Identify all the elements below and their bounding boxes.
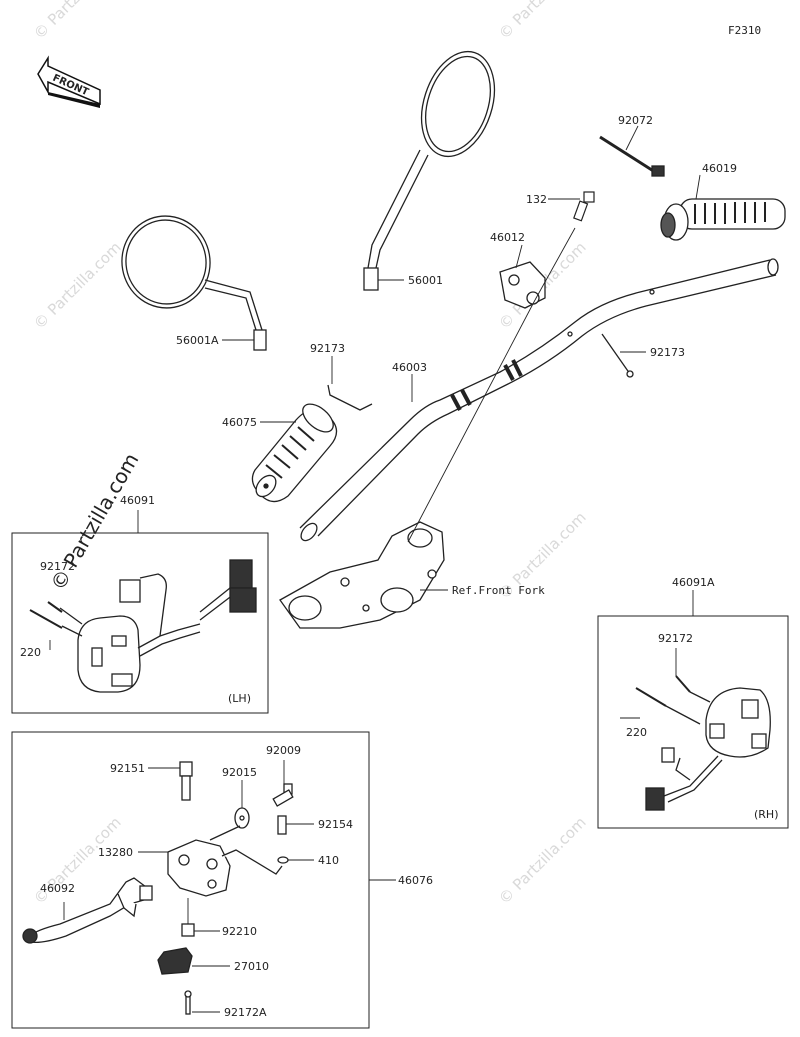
label-92154: 92154 (318, 818, 353, 831)
mirror-56001A-left (121, 215, 267, 351)
bar-end-screw-92072 (599, 135, 665, 177)
handlebar-46003 (299, 258, 779, 542)
label-92151: 92151 (110, 762, 145, 775)
label-132: 132 (526, 193, 547, 206)
rh-switch-46091A (635, 675, 771, 811)
label-410: 410 (318, 854, 339, 867)
label-92072: 92072 (618, 114, 653, 127)
watermark: © Partzilla.com (30, 0, 125, 43)
handlebar-clamp-46012 (499, 261, 546, 309)
label-46003: 46003 (392, 361, 427, 374)
label-220-lh: 220 (20, 646, 41, 659)
label-46091A: 46091A (672, 576, 715, 589)
label-92015: 92015 (222, 766, 257, 779)
figure-id: F2310 (728, 24, 761, 37)
right-grip-46019 (660, 198, 786, 241)
part-labels: 92072 46019 132 46012 56001 56001A 92173… (20, 114, 779, 1019)
label-92210: 92210 (222, 925, 257, 938)
watermark: © Partzilla.com (495, 813, 590, 908)
clutch-lever-parts (22, 761, 294, 1015)
label-27010: 27010 (234, 960, 269, 973)
bolt-132 (573, 191, 595, 222)
label-92172-rh: 92172 (658, 632, 693, 645)
label-46076: 46076 (398, 874, 433, 887)
label-46075: 46075 (222, 416, 257, 429)
label-56001A: 56001A (176, 334, 219, 347)
leader-lines-upper (222, 125, 701, 591)
label-13280: 13280 (98, 846, 133, 859)
pin-92173-left (327, 384, 373, 411)
mirror-56001-right (363, 50, 496, 291)
label-56001: 56001 (408, 274, 443, 287)
label-ref-front-fork: Ref.Front Fork (452, 584, 545, 597)
box-tag-lh: (LH) (228, 692, 251, 705)
upper-triple-clamp (279, 521, 445, 629)
label-92173-right: 92173 (650, 346, 685, 359)
label-92172-lh: 92172 (40, 560, 75, 573)
label-92173-left: 92173 (310, 342, 345, 355)
left-grip-46075 (251, 403, 338, 503)
lh-switch-46091 (29, 559, 257, 693)
box-tag-rh: (RH) (754, 808, 779, 821)
label-92009: 92009 (266, 744, 301, 757)
label-46091: 46091 (120, 494, 155, 507)
label-46092: 46092 (40, 882, 75, 895)
label-46012: 46012 (490, 231, 525, 244)
lh-switch-box (11, 532, 269, 714)
front-arrow-icon: FRONT (37, 55, 101, 108)
label-220-rh: 220 (626, 726, 647, 739)
watermark: © Partzilla.com (495, 0, 590, 43)
leader-lines-lower (49, 640, 677, 1013)
label-46019: 46019 (702, 162, 737, 175)
pin-92173-right (601, 333, 634, 378)
label-92172A: 92172A (224, 1006, 267, 1019)
watermark: © Partzilla.com (30, 238, 125, 333)
